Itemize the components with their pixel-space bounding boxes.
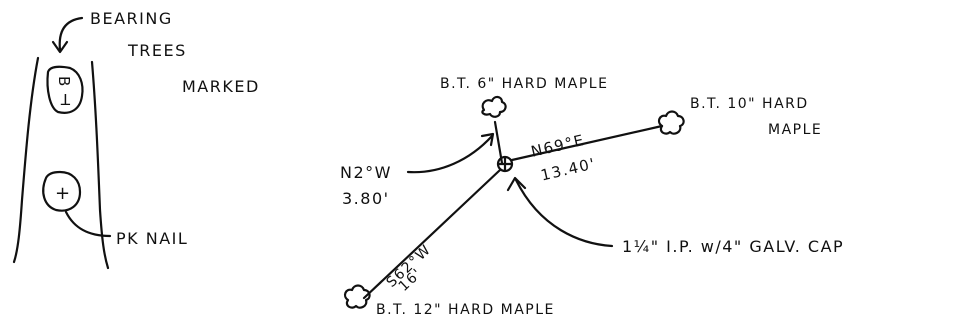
bearing-trees-arrowhead <box>51 40 69 54</box>
tie-line-east <box>510 124 664 162</box>
tree-trunk-right-edge <box>90 60 110 270</box>
north-tie-bearing: N2°W <box>340 163 392 182</box>
bt-12in-label: B.T. 12" HARD MAPLE <box>376 302 555 318</box>
bt-10in-label-line1: B.T. 10" HARD <box>690 96 809 112</box>
tie-line-north <box>493 120 504 165</box>
bearing-trees-arrow <box>58 16 84 52</box>
pk-nail-circle <box>42 170 82 212</box>
marked-label: MARKED <box>182 77 260 96</box>
tree-6in-hard-maple-icon <box>481 95 507 118</box>
bt-10in-label-line2: MAPLE <box>768 122 822 138</box>
bearing-trees-label-line1: BEARING <box>90 9 173 28</box>
tree-12in-hard-maple-icon <box>343 284 371 309</box>
monument-label: 1¼" I.P. w/4" GALV. CAP <box>622 237 844 256</box>
north-tie-distance: 3.80' <box>342 189 390 208</box>
east-tie-distance: 13.40' <box>539 154 598 184</box>
monument-callout-arrow <box>514 178 614 248</box>
bt-6in-label: B.T. 6" HARD MAPLE <box>440 76 608 92</box>
blaze-letter-t: T <box>59 90 71 108</box>
tree-trunk-left-edge <box>12 56 40 264</box>
bearing-tree-blaze <box>46 65 84 114</box>
pk-nail-label: PK NAIL <box>116 229 188 248</box>
pk-nail-leader <box>64 210 112 238</box>
north-tie-callout-arrow <box>406 134 494 174</box>
north-tie-callout-arrowhead <box>480 132 495 147</box>
tie-line-southwest <box>362 168 502 300</box>
east-tie-bearing: N69°E <box>529 131 586 161</box>
tree-10in-hard-maple-icon <box>657 110 685 135</box>
bearing-trees-label-line2: TREES <box>127 41 187 60</box>
blaze-letter-b: B <box>55 76 73 88</box>
monument-callout-arrowhead <box>506 176 527 192</box>
pk-nail-symbol: + <box>55 183 72 204</box>
